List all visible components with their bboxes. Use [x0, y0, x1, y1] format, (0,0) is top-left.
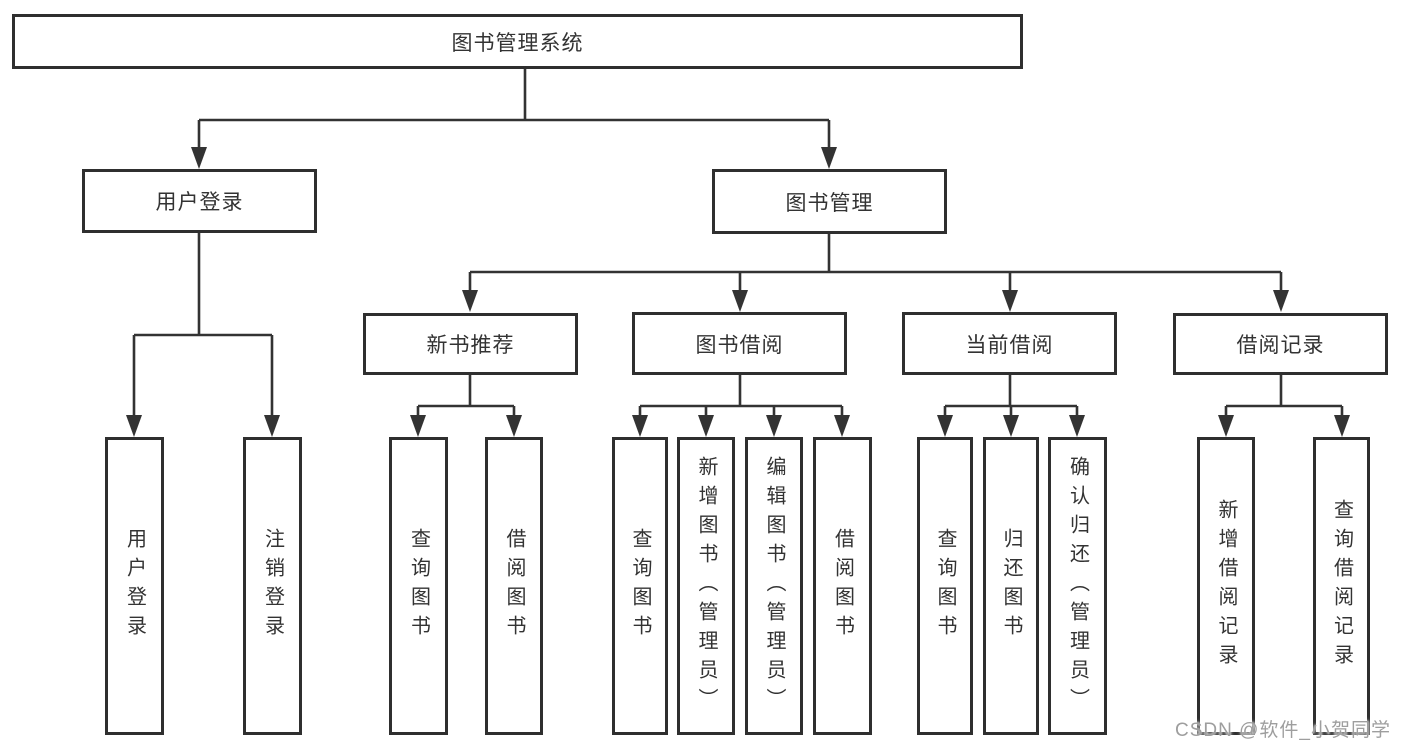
node-query-books-3: 查询图书 [917, 437, 973, 735]
node-query-books-2: 查询图书 [612, 437, 668, 735]
node-borrow-books-2: 借阅图书 [813, 437, 872, 735]
arrowheads [126, 147, 1350, 437]
node-root: 图书管理系统 [12, 14, 1023, 69]
node-query-books-1: 查询图书 [389, 437, 448, 735]
node-add-books-admin: 新增图书（管理员） [677, 437, 735, 735]
node-edit-books-admin: 编辑图书（管理员） [745, 437, 803, 735]
node-confirm-return-admin: 确认归还（管理员） [1048, 437, 1107, 735]
watermark-text: CSDN @软件_小贺同学 [1175, 720, 1391, 741]
node-user-login: 用户登录 [82, 169, 317, 233]
node-borrow-books-1: 借阅图书 [485, 437, 543, 735]
node-query-borrow-record: 查询借阅记录 [1313, 437, 1370, 735]
node-return-books: 归还图书 [983, 437, 1039, 735]
node-add-borrow-record: 新增借阅记录 [1197, 437, 1255, 735]
node-user-login-leaf: 用户登录 [105, 437, 164, 735]
node-logout-leaf: 注销登录 [243, 437, 302, 735]
node-book-borrowing: 图书借阅 [632, 312, 847, 375]
node-borrowing-records: 借阅记录 [1173, 313, 1388, 375]
node-book-management: 图书管理 [712, 169, 947, 234]
node-new-book-recommend: 新书推荐 [363, 313, 578, 375]
node-current-borrowing: 当前借阅 [902, 312, 1117, 375]
